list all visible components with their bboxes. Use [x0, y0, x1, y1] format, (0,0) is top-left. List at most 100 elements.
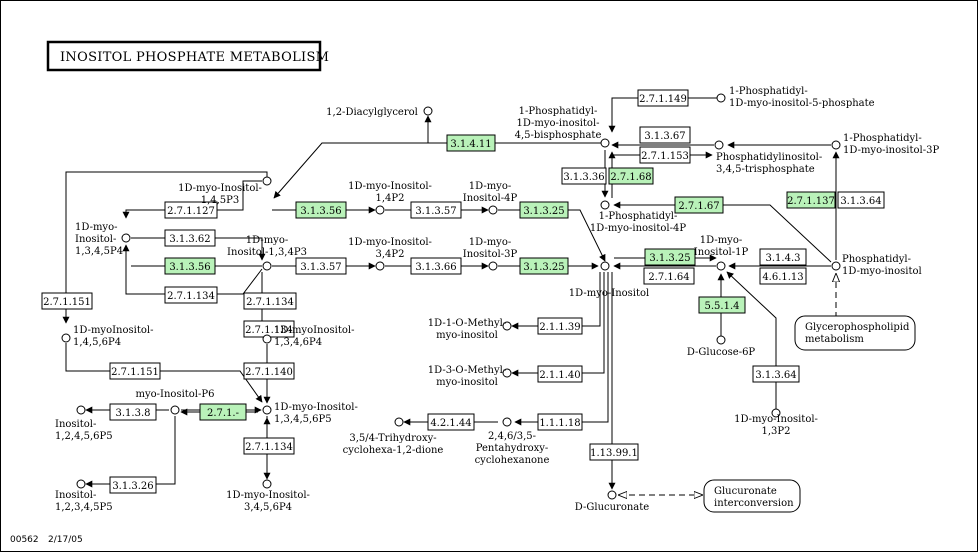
compound-circle	[714, 140, 724, 150]
enzyme-box[interactable]: 3.1.3.56	[295, 201, 347, 219]
enzyme-label: 3.1.3.25	[523, 206, 564, 217]
enzyme-box[interactable]: 3.1.3.57	[410, 201, 462, 219]
enzyme-box[interactable]: 2.1.1.40	[537, 365, 583, 383]
compound-node[interactable]: Inositol-1,2,4,5,6P5	[55, 405, 113, 442]
compound-node[interactable]: myo-Inositol-P6	[136, 389, 215, 415]
compound-label: 1,2,3,4,5P5	[55, 502, 113, 513]
compound-node[interactable]: 1D-myo-Inositol-1,3,4P3	[227, 235, 307, 271]
enzyme-box-rect	[199, 403, 247, 421]
enzyme-label: 2.7.1.68	[610, 172, 651, 183]
compound-node[interactable]: 1D-myo-Inositol-4P	[463, 181, 518, 215]
enzyme-box[interactable]: 2.7.1.127	[164, 201, 218, 219]
enzyme-box[interactable]: 3.1.3.64	[837, 191, 885, 209]
enzyme-box[interactable]: 2.7.1.149	[637, 89, 689, 107]
compound-node[interactable]: 1D-myo-Inositol-1,3P2	[734, 408, 818, 437]
compound-circle	[502, 417, 512, 427]
compound-node[interactable]: 1D-1-O-Methyl-myo-inositol	[428, 318, 512, 341]
enzyme-box-rect	[109, 476, 157, 494]
compound-circle	[502, 368, 512, 378]
compound-node[interactable]: 1D-myo-Inositol	[569, 261, 649, 299]
enzyme-box[interactable]: 3.1.3.26	[109, 476, 157, 494]
enzyme-box[interactable]: 2.7.1.134	[243, 292, 297, 310]
enzyme-label: 3.1.3.56	[300, 206, 341, 217]
compound-node[interactable]: 1D-myoInositol-1,3,4,6P4	[262, 325, 354, 348]
compound-node[interactable]: 1D-myo-Inositol-1,3,4,5,6P5	[262, 402, 358, 425]
compound-node[interactable]: D-Glucuronate	[575, 490, 649, 513]
enzyme-box-rect	[164, 286, 218, 304]
enzyme-box[interactable]: 2.7.1.-	[199, 403, 247, 421]
compound-node[interactable]: 1-Phosphatidyl-1D-myo-inositol-4P	[590, 200, 686, 234]
enzyme-box[interactable]: 3.1.3.56	[164, 257, 216, 275]
enzyme-box-rect	[109, 403, 157, 421]
compound-label: 1D-1-O-Methyl-	[428, 318, 506, 329]
enzyme-box[interactable]: 3.1.3.8	[109, 403, 157, 421]
enzyme-box-rect	[759, 248, 807, 266]
compound-node[interactable]: 1D-myo-Inositol-1,3,4,5P4	[75, 222, 131, 257]
compound-circle	[502, 321, 512, 331]
compound-node[interactable]: Phosphatidylinositol-3,4,5-trisphosphate	[714, 140, 822, 175]
enzyme-box[interactable]: 2.7.1.153	[639, 146, 691, 164]
compound-node[interactable]: D-Glucose-6P	[687, 335, 756, 358]
compound-node[interactable]: 1,2-Diacylglycerol	[326, 106, 433, 118]
compound-label: 1,3,4,5,6P5	[274, 414, 332, 425]
enzyme-box[interactable]: 3.1.3.66	[410, 257, 462, 275]
enzyme-box[interactable]: 4.2.1.44	[427, 413, 475, 431]
enzyme-box[interactable]: 2.7.1.137	[786, 191, 836, 209]
enzyme-box[interactable]: 2.7.1.151	[41, 292, 93, 310]
enzyme-label: 2.7.1.67	[678, 201, 719, 212]
compound-circle	[121, 233, 131, 243]
compound-node[interactable]: 1D-myo-Inositol-1,4P2	[348, 181, 432, 215]
enzyme-box[interactable]: 3.1.3.57	[295, 257, 347, 275]
compound-node[interactable]: 1D-myo-Inositol-1P	[694, 235, 749, 271]
compound-node[interactable]: 1-Phosphatidyl-1D-myo-inositol-5-phospha…	[716, 86, 875, 109]
enzyme-box[interactable]: 2.7.1.68	[608, 167, 654, 185]
enzyme-box[interactable]: 3.1.3.67	[639, 126, 691, 144]
compound-node[interactable]: 1D-myo-Inositol-3,4,5,6P4	[226, 479, 310, 513]
enzyme-box[interactable]: 2.7.1.64	[643, 267, 695, 285]
enzyme-box[interactable]: 2.7.1.134	[243, 320, 295, 338]
enzyme-box[interactable]: 2.7.1.134	[164, 286, 218, 304]
compound-label: myo-inositol	[436, 330, 498, 341]
enzyme-box[interactable]: 2.7.1.134	[243, 437, 295, 455]
enzyme-box[interactable]: 2.7.1.67	[674, 196, 724, 214]
enzyme-box[interactable]: 3.1.3.36	[561, 167, 607, 185]
enzyme-box-rect	[589, 443, 639, 461]
compound-label: D-Glucuronate	[575, 502, 649, 513]
enzyme-label: 3.1.3.8	[116, 408, 151, 419]
enzyme-box[interactable]: 3.1.3.25	[644, 248, 696, 266]
compound-label: 1D-myoInositol-	[73, 325, 153, 336]
enzyme-box[interactable]: 3.1.3.64	[752, 365, 800, 383]
enzyme-label: 2.7.1.134	[246, 297, 294, 308]
compound-node[interactable]: 1-Phosphatidyl-1D-myo-inositol-4,5-bisph…	[515, 106, 610, 148]
enzyme-box[interactable]: 1.1.1.18	[537, 413, 583, 431]
enzyme-box[interactable]: 2.7.1.140	[243, 362, 295, 380]
compound-node[interactable]: 1D-myo-Inositol-3,4P2	[348, 237, 432, 271]
compound-node[interactable]: 1D-myo-Inositol-1,4,5P3	[178, 176, 272, 206]
compound-node[interactable]: 1D-myo-Inositol-3P	[463, 237, 518, 271]
compound-node[interactable]: 3,5/4-Trihydroxy-cyclohexa-1,2-dione	[343, 417, 444, 456]
compound-node[interactable]: 2,4,6/3,5-Pentahydroxy-cyclohexanone	[475, 417, 550, 466]
enzyme-box[interactable]: 1.13.99.1	[589, 443, 639, 461]
enzyme-box[interactable]: 3.1.3.25	[519, 257, 569, 275]
enzyme-box[interactable]: 3.1.3.62	[164, 229, 216, 247]
compound-circle	[488, 205, 498, 215]
enzyme-box[interactable]: 2.7.1.151	[109, 362, 161, 380]
enzyme-box[interactable]: 5.5.1.4	[698, 296, 746, 314]
compound-circle	[607, 490, 617, 500]
enzyme-box-rect	[643, 267, 695, 285]
enzyme-box[interactable]: 2.1.1.39	[537, 317, 583, 335]
enzyme-box[interactable]: 3.1.4.3	[759, 248, 807, 266]
enzyme-box[interactable]: 4.6.1.13	[759, 267, 807, 285]
compound-node[interactable]: 1D-myoInositol-1,4,5,6P4	[61, 325, 153, 348]
compound-node[interactable]: 1-Phosphatidyl-1D-myo-inositol-3P	[831, 133, 939, 156]
enzyme-box[interactable]: 3.1.3.25	[519, 201, 569, 219]
compound-node[interactable]: Inositol-1,2,3,4,5P5	[55, 479, 113, 513]
enzyme-box-rect	[786, 191, 836, 209]
compound-node[interactable]: Phosphatidyl-1D-myo-inositol	[831, 254, 922, 277]
enzyme-box-rect	[427, 413, 475, 431]
enzyme-box[interactable]: 3.1.4.11	[446, 134, 496, 152]
enzyme-box-rect	[446, 134, 496, 152]
compound-node[interactable]: 1D-3-O-Methyl-myo-inositol	[428, 365, 512, 388]
